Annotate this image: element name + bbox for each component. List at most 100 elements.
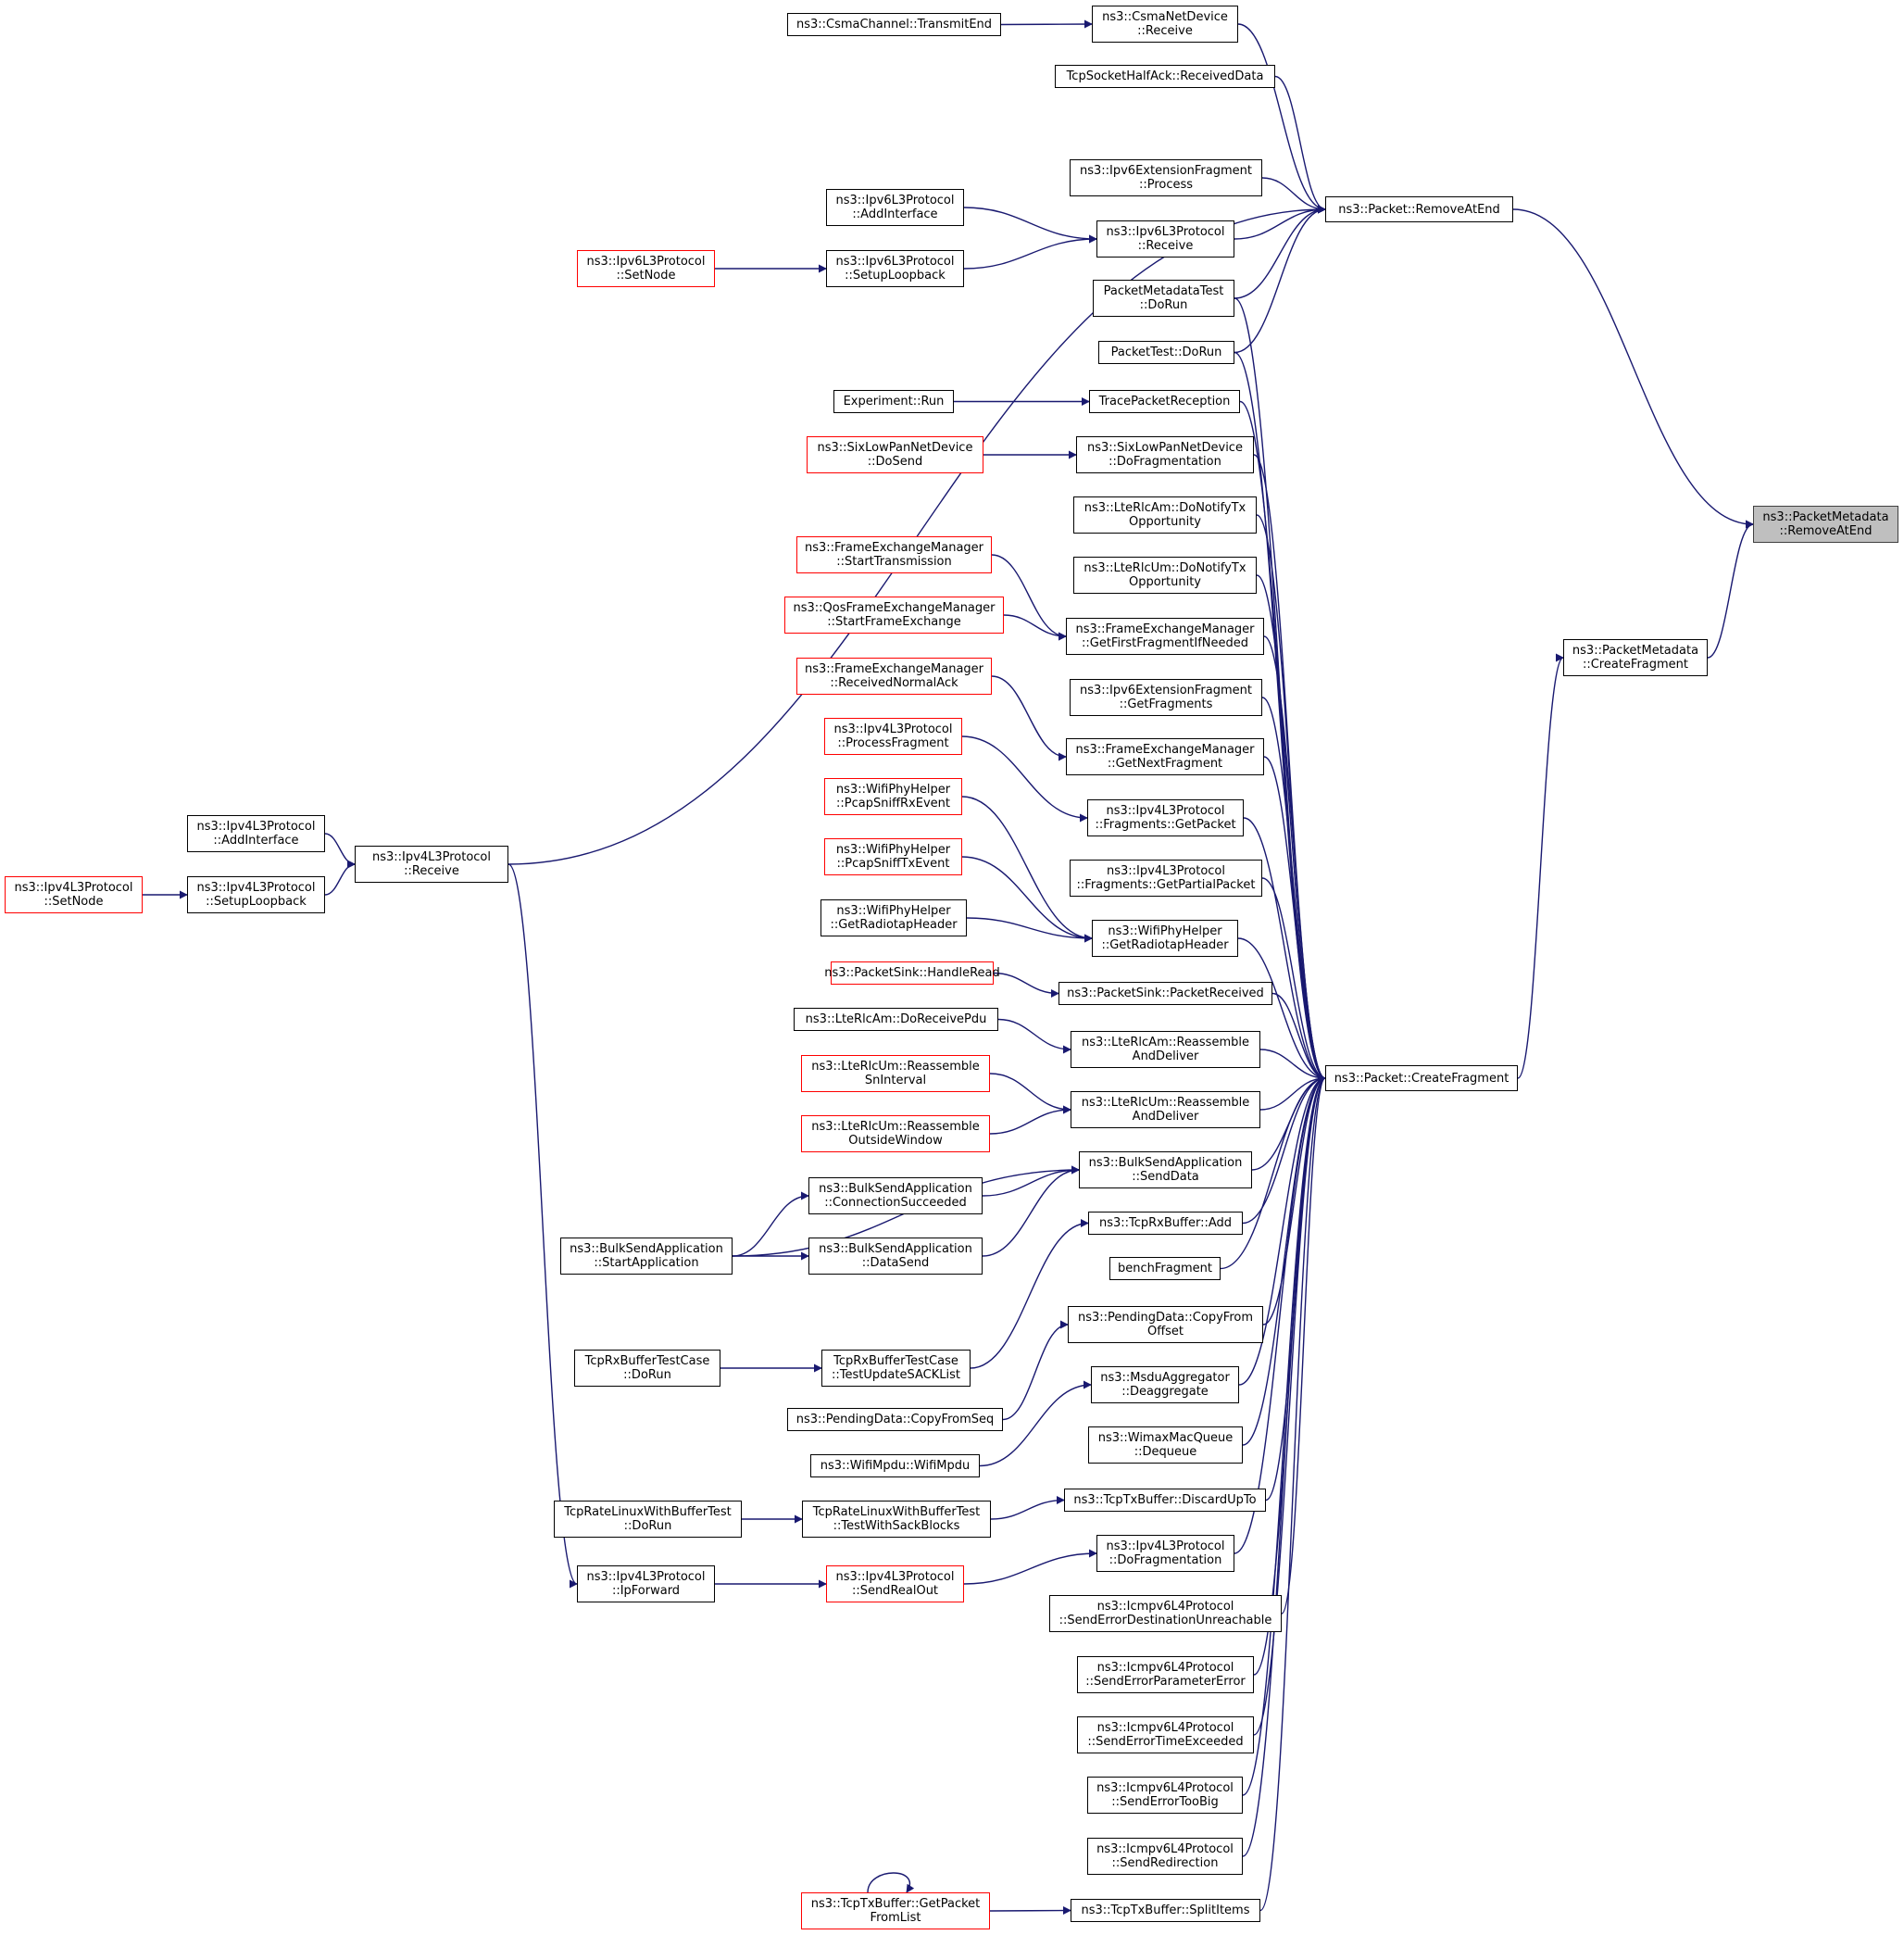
node-bulksend[interactable]: ns3::BulkSendApplication::SendData [1079, 1151, 1252, 1188]
node-tcptxdisc[interactable]: ns3::TcpTxBuffer::DiscardUpTo [1064, 1489, 1266, 1512]
node-ipv4sendreal[interactable]: ns3::Ipv4L3Protocol::SendRealOut [826, 1565, 964, 1602]
node-icmpbig[interactable]: ns3::Icmpv6L4Protocol::SendErrorTooBig [1087, 1777, 1243, 1814]
node-label-line: ::SendErrorParameterError [1085, 1675, 1246, 1689]
node-rxtestsack[interactable]: TcpRxBufferTestCase::TestUpdateSACKList [821, 1350, 971, 1387]
node-radiotap1[interactable]: ns3::WifiPhyHelper::GetRadiotapHeader [820, 899, 967, 936]
node-label-line: ns3::Icmpv6L4Protocol [1096, 1842, 1234, 1856]
node-wifimpdu[interactable]: ns3::WifiMpdu::WifiMpdu [810, 1454, 980, 1477]
node-sixsend[interactable]: ns3::SixLowPanNetDevice::DoSend [807, 436, 983, 473]
node-tcprxadd[interactable]: ns3::TcpRxBuffer::Add [1088, 1212, 1243, 1235]
node-sinkrecv[interactable]: ns3::PacketSink::PacketReceived [1058, 982, 1272, 1005]
node-tcphalf[interactable]: TcpSocketHalfAck::ReceivedData [1055, 65, 1275, 88]
edge-ipv4addif-to-ipv4recv [324, 833, 356, 869]
node-ratetest[interactable]: TcpRateLinuxWithBufferTest::TestWithSack… [802, 1501, 991, 1538]
node-ipv6ef[interactable]: ns3::Ipv6ExtensionFragment::Process [1070, 159, 1262, 196]
node-csmach[interactable]: ns3::CsmaChannel::TransmitEnd [787, 13, 1001, 36]
node-label-line: ns3::BulkSendApplication [570, 1242, 723, 1256]
node-label-line: FromList [870, 1911, 921, 1925]
node-ipv4partial[interactable]: ns3::Ipv4L3Protocol::Fragments::GetParti… [1070, 860, 1262, 897]
node-prae[interactable]: ns3::Packet::RemoveAtEnd [1325, 196, 1513, 222]
node-ipv6recv[interactable]: ns3::Ipv6L3Protocol::Receive [1096, 220, 1234, 258]
node-femstart[interactable]: ns3::FrameExchangeManager::StartTransmis… [796, 536, 992, 573]
node-femnext[interactable]: ns3::FrameExchangeManager::GetNextFragme… [1066, 738, 1264, 775]
node-ipv4loop[interactable]: ns3::Ipv4L3Protocol::SetupLoopback [187, 876, 325, 913]
edge-ipv4dofrag-to-pkcf [1234, 1074, 1326, 1554]
node-ipv4procfr[interactable]: ns3::Ipv4L3Protocol::ProcessFragment [824, 718, 962, 755]
node-ptest[interactable]: PacketTest::DoRun [1098, 341, 1234, 364]
node-femack[interactable]: ns3::FrameExchangeManager::ReceivedNorma… [796, 658, 992, 695]
node-label-line: ns3::LteRlcAm::DoReceivePdu [805, 1012, 987, 1026]
node-pcf[interactable]: ns3::PacketMetadata::CreateFragment [1563, 639, 1708, 676]
node-ipv6addif[interactable]: ns3::Ipv6L3Protocol::AddInterface [826, 189, 964, 226]
node-exprun[interactable]: Experiment::Run [833, 390, 954, 413]
edge-ipv4sendreal-to-ipv4dofrag [963, 1549, 1097, 1585]
node-rlcampdu[interactable]: ns3::LteRlcAm::DoReceivePdu [794, 1008, 998, 1031]
node-ptr[interactable]: ns3::PacketMetadata::RemoveAtEnd [1753, 506, 1898, 543]
node-bench[interactable]: benchFragment [1109, 1257, 1221, 1280]
node-pkcf[interactable]: ns3::Packet::CreateFragment [1325, 1065, 1518, 1091]
node-wifirx[interactable]: ns3::WifiPhyHelper::PcapSniffRxEvent [824, 778, 962, 815]
node-label-line: ns3::LteRlcUm::Reassemble [811, 1060, 980, 1074]
node-msdu[interactable]: ns3::MsduAggregator::Deaggregate [1091, 1366, 1239, 1403]
node-pmtest[interactable]: PacketMetadataTest::DoRun [1093, 280, 1234, 317]
node-ipv4dofrag[interactable]: ns3::Ipv4L3Protocol::DoFragmentation [1096, 1535, 1234, 1572]
node-icmpparam[interactable]: ns3::Icmpv6L4Protocol::SendErrorParamete… [1077, 1656, 1254, 1693]
node-icmpdest[interactable]: ns3::Icmpv6L4Protocol::SendErrorDestinat… [1049, 1595, 1282, 1632]
node-ipv4addif[interactable]: ns3::Ipv4L3Protocol::AddInterface [187, 815, 325, 852]
node-label-line: ::SendErrorTooBig [1111, 1795, 1219, 1809]
node-bulkconn[interactable]: ns3::BulkSendApplication::ConnectionSucc… [808, 1177, 983, 1214]
node-label-line: ::Receive [1137, 24, 1193, 38]
node-label-line: ns3::Ipv6ExtensionFragment [1079, 684, 1252, 697]
node-ipv6setnode[interactable]: ns3::Ipv6L3Protocol::SetNode [577, 250, 715, 287]
node-wimax[interactable]: ns3::WimaxMacQueue::Dequeue [1088, 1426, 1243, 1464]
node-rxtestrun[interactable]: TcpRxBufferTestCase::DoRun [574, 1350, 720, 1387]
node-radiotap2[interactable]: ns3::WifiPhyHelper::GetRadiotapHeader [1092, 920, 1238, 957]
node-label-line: PacketTest::DoRun [1110, 346, 1222, 359]
node-bulkstart[interactable]: ns3::BulkSendApplication::StartApplicati… [560, 1238, 733, 1275]
node-ipv4getpkt[interactable]: ns3::Ipv4L3Protocol::Fragments::GetPacke… [1087, 799, 1244, 836]
node-label-line: ns3::Ipv6ExtensionFragment [1079, 164, 1252, 178]
node-label-line: ::Receive [404, 864, 459, 878]
edge-pmtest-to-prae [1234, 205, 1326, 299]
node-label-line: ns3::TcpTxBuffer::DiscardUpTo [1073, 1493, 1257, 1507]
node-label-line: ns3::Icmpv6L4Protocol [1096, 1600, 1234, 1614]
node-label-line: ::StartApplication [594, 1256, 699, 1270]
node-label-line: ns3::BulkSendApplication [819, 1182, 972, 1196]
node-ipv6getfr[interactable]: ns3::Ipv6ExtensionFragment::GetFragments [1070, 679, 1262, 716]
node-label-line: ::DoRun [1139, 298, 1188, 312]
node-wifitx[interactable]: ns3::WifiPhyHelper::PcapSniffTxEvent [824, 838, 962, 875]
node-label-line: ::GetNextFragment [1107, 757, 1223, 771]
node-femfirst[interactable]: ns3::FrameExchangeManager::GetFirstFragm… [1066, 618, 1264, 655]
node-label-line: ::Fragments::GetPartialPacket [1076, 878, 1256, 892]
node-bulkdata[interactable]: ns3::BulkSendApplication::DataSend [808, 1238, 983, 1275]
node-ipv4setnode[interactable]: ns3::Ipv4L3Protocol::SetNode [5, 876, 143, 913]
node-label-line: ::DoSend [867, 455, 923, 469]
node-icmptime[interactable]: ns3::Icmpv6L4Protocol::SendErrorTimeExce… [1077, 1716, 1254, 1753]
node-label-line: ::SetNode [616, 269, 676, 283]
node-label-line: ns3::PacketSink::HandleRead [824, 966, 1000, 980]
node-pendseq[interactable]: ns3::PendingData::CopyFromSeq [787, 1408, 1003, 1431]
node-qosfem[interactable]: ns3::QosFrameExchangeManager::StartFrame… [784, 597, 1004, 634]
edge-msdu-to-pkcf [1238, 1074, 1326, 1386]
node-csmand[interactable]: ns3::CsmaNetDevice::Receive [1092, 6, 1238, 43]
node-ipv6loop[interactable]: ns3::Ipv6L3Protocol::SetupLoopback [826, 250, 964, 287]
node-sinkread[interactable]: ns3::PacketSink::HandleRead [824, 961, 1000, 985]
node-label-line: ns3::Ipv4L3Protocol [1107, 864, 1225, 878]
node-raterun[interactable]: TcpRateLinuxWithBufferTest::DoRun [554, 1501, 742, 1538]
node-tcptxsplit[interactable]: ns3::TcpTxBuffer::SplitItems [1071, 1899, 1260, 1922]
edge-csmand-to-prae [1237, 23, 1326, 214]
node-ipv4fwd[interactable]: ns3::Ipv4L3Protocol::IpForward [577, 1565, 715, 1602]
node-sixfrag[interactable]: ns3::SixLowPanNetDevice::DoFragmentation [1076, 436, 1254, 473]
edge-pendseq-to-pendcopy [1002, 1320, 1069, 1421]
node-tracepr[interactable]: TracePacketReception [1089, 390, 1240, 413]
node-ipv4recv[interactable]: ns3::Ipv4L3Protocol::Receive [355, 846, 508, 883]
node-icmpredir[interactable]: ns3::Icmpv6L4Protocol::SendRedirection [1087, 1838, 1243, 1875]
